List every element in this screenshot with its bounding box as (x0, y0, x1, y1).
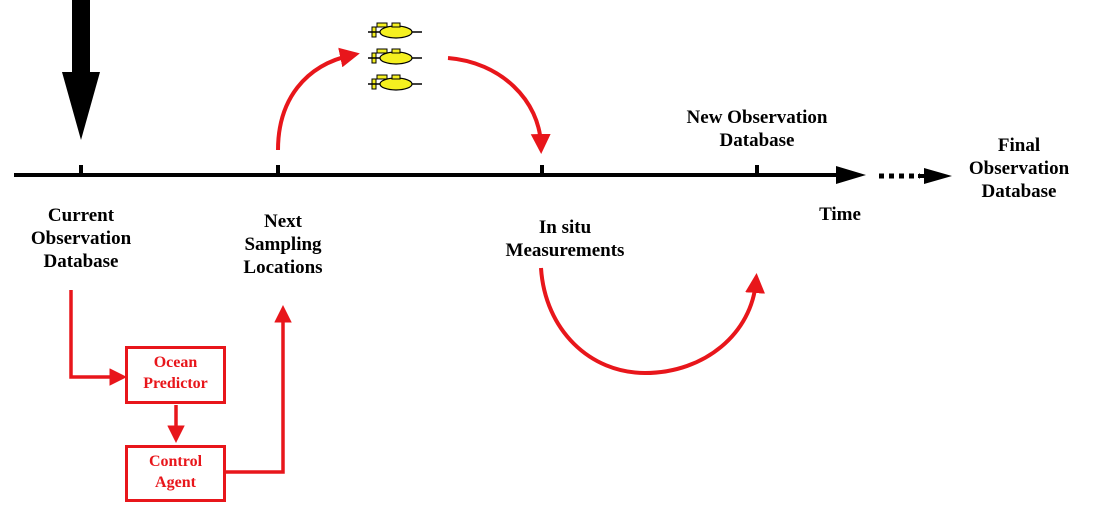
underwater-glider-icon (368, 22, 422, 39)
arc-to-vehicles (276, 47, 360, 151)
label-next-sampling-locations: Next Sampling Locations (243, 211, 323, 278)
ocean-predictor-box: Ocean Predictor (125, 346, 226, 404)
underwater-glider-icon (368, 74, 422, 91)
link-database-to-predictor (69, 290, 127, 386)
label-new-observation-database: New Observation Database (686, 107, 828, 151)
time-axis (14, 165, 866, 184)
label-final-observation-database: Final Observation Database (968, 135, 1070, 202)
incoming-arrow (62, 0, 100, 140)
label-current-observation-database: Current Observation Database (30, 205, 132, 272)
control-agent-box: Control Agent (125, 445, 226, 502)
continuation-arrow (879, 168, 952, 184)
link-agent-to-next (226, 305, 292, 474)
time-axis-arrowhead (836, 166, 866, 184)
arc-to-insitu (447, 56, 551, 154)
label-time: Time (819, 204, 861, 225)
label-in-situ-measurements: In situ Measurements (505, 217, 625, 261)
arc-to-new-observation (539, 267, 766, 376)
underwater-glider-icon (368, 48, 422, 65)
